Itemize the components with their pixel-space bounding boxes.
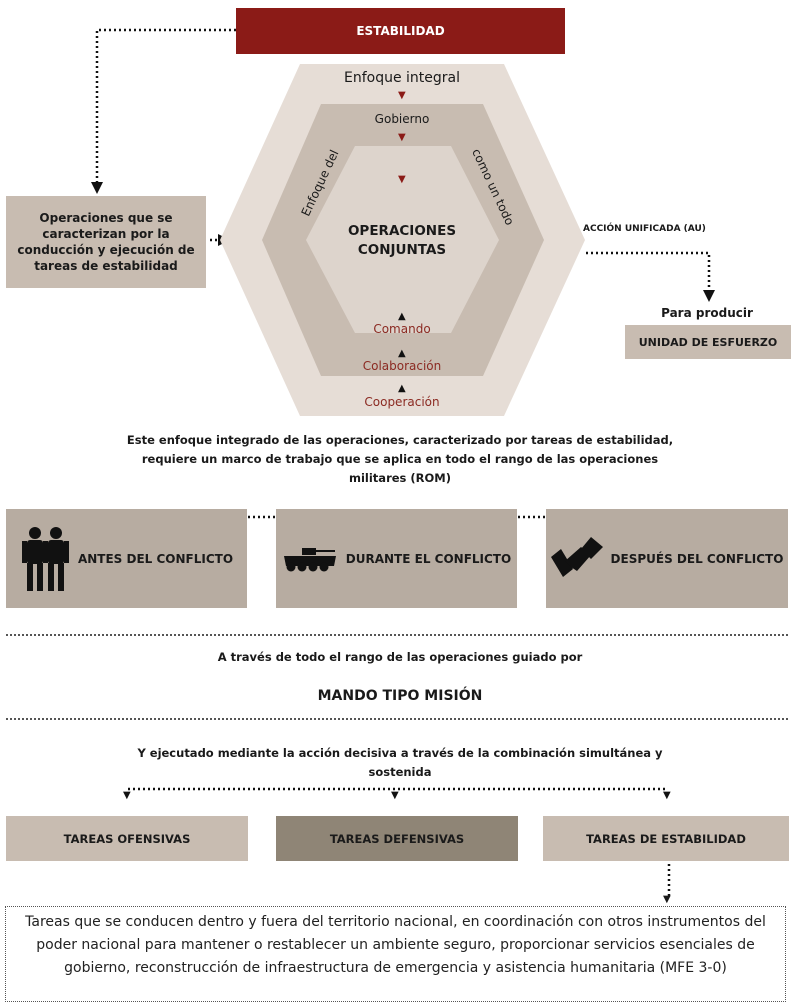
stability-box: ESTABILIDAD: [236, 8, 565, 54]
triangle-up-icon: ▲: [398, 311, 406, 322]
triangle-down-icon: ▼: [398, 90, 406, 101]
arrow-down-icon: [703, 290, 715, 302]
inner-hexagon: [306, 146, 499, 333]
phase-during: DURANTE EL CONFLICTO: [276, 509, 517, 608]
divider: [6, 718, 788, 720]
triangle-down-icon: ▼: [663, 894, 671, 905]
soldiers-icon: [21, 526, 69, 591]
unified-action-label: ACCIÓN UNIFICADA (AU): [583, 224, 706, 234]
defensive-tasks-box: TAREAS DEFENSIVAS: [276, 816, 518, 861]
collaboration-label: Colaboración: [362, 359, 442, 373]
armored-vehicle-icon: [283, 547, 336, 571]
operations-box: Operaciones que se caracterizan por la c…: [6, 196, 206, 288]
decisive-action-text: Y ejecutado mediante la acción decisiva …: [137, 746, 663, 779]
mission-intro-text: A través de todo el rango de las operaci…: [217, 650, 583, 664]
phase-after: DESPUÉS DEL CONFLICTO: [546, 509, 788, 608]
stability-tasks-box: TAREAS DE ESTABILIDAD: [543, 816, 789, 861]
triangle-down-icon: ▼: [663, 790, 671, 801]
joint-operations-title: OPERACIONES CONJUNTAS: [347, 223, 457, 258]
cooperation-label: Cooperación: [364, 395, 440, 409]
triangle-down-icon: ▼: [398, 132, 406, 143]
middle-hex-label: Gobierno: [374, 112, 430, 126]
phase-before: ANTES DEL CONFLICTO: [6, 509, 247, 608]
outer-hex-label: Enfoque integral: [343, 70, 460, 86]
triangle-down-icon: ▼: [398, 174, 406, 185]
to-produce-label: Para producir: [661, 306, 753, 320]
integrated-approach-text: Este enfoque integrado de las operacione…: [126, 433, 674, 485]
offensive-tasks-box: TAREAS OFENSIVAS: [6, 816, 248, 861]
phase-label: DESPUÉS DEL CONFLICTO: [610, 551, 784, 566]
triangle-up-icon: ▲: [398, 383, 406, 394]
command-label: Comando: [373, 322, 431, 336]
phase-label: DURANTE EL CONFLICTO: [345, 551, 512, 566]
mission-command-title: MANDO TIPO MISIÓN: [317, 688, 483, 704]
phase-label: ANTES DEL CONFLICTO: [77, 551, 234, 566]
triangle-down-icon: ▼: [391, 790, 399, 801]
unity-of-effort-box: UNIDAD DE ESFUERZO: [625, 325, 791, 359]
handshake-icon: [550, 536, 603, 577]
triangle-up-icon: ▲: [398, 348, 406, 359]
triangle-down-icon: ▼: [123, 790, 131, 801]
stability-tasks-definition: Tareas que se conducen dentro y fuera de…: [5, 906, 786, 1002]
divider: [6, 634, 788, 636]
arrow-down-icon: [91, 182, 103, 194]
